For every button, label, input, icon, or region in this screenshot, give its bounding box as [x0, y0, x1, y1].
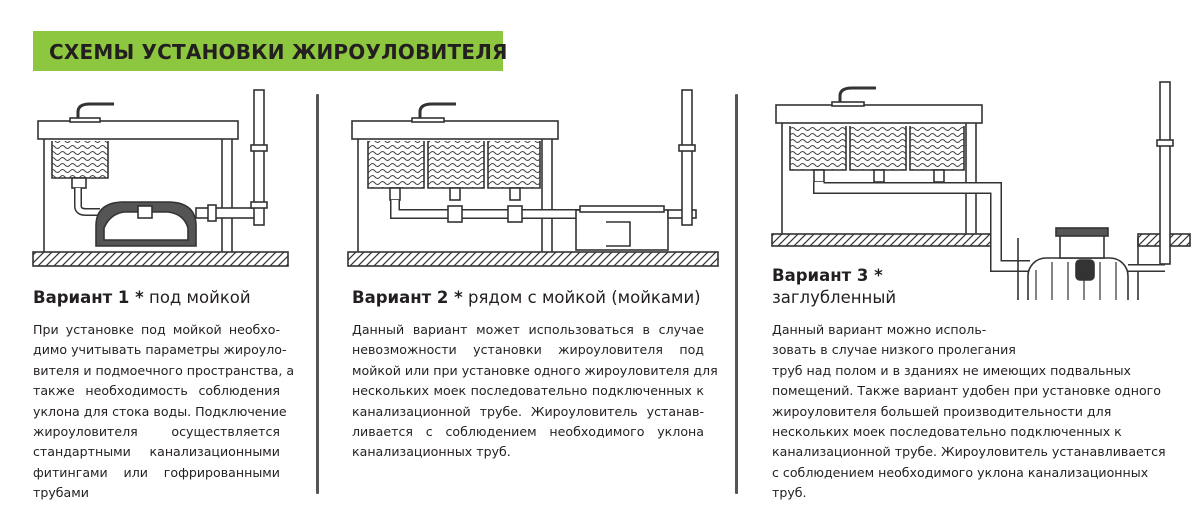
floor	[347, 251, 719, 267]
variant-2-title-rest: рядом с мойкой (мойками)	[462, 288, 701, 307]
column-separator-1	[316, 94, 319, 494]
diagram-variant-3	[771, 81, 1191, 300]
description-line: помещений. Также вариант удобен при уста…	[772, 383, 1161, 399]
countertop	[37, 120, 239, 140]
description-line: нескольких моек последовательно подключе…	[772, 424, 1122, 440]
sink-bowl	[51, 141, 109, 179]
floor	[32, 251, 289, 267]
countertop	[351, 120, 559, 140]
description-line: Данный вариант может использоваться в сл…	[352, 322, 704, 337]
variant-2-title: Вариант 2 * рядом с мойкой (мойками)	[352, 287, 701, 308]
diagram-variant-2	[347, 89, 719, 267]
description-line: труб.	[772, 485, 807, 501]
grease-trap	[575, 209, 669, 251]
faucet-icon	[418, 102, 456, 121]
variant-2-title-bold: Вариант 2 *	[352, 288, 463, 307]
description-line: уклона для стока воды. Подключение	[33, 403, 287, 419]
column-separator-2	[735, 94, 738, 494]
floor-left	[771, 233, 999, 247]
description-line: димо учитывать параметры жироуло-	[33, 342, 287, 358]
description-line: невозможности установки жироуловителя по…	[352, 342, 704, 358]
title-banner: СХЕМЫ УСТАНОВКИ ЖИРОУЛОВИТЕЛЯ	[33, 31, 507, 71]
page-title: СХЕМЫ УСТАНОВКИ ЖИРОУЛОВИТЕЛЯ	[49, 40, 508, 64]
variant-3-subtitle: заглубленный	[772, 287, 896, 308]
description-line: канализационных труб.	[352, 444, 511, 460]
countertop	[775, 104, 983, 124]
description-line: жироуловителя осуществляется	[33, 424, 280, 440]
description-line: труб над полом и в зданиях не имеющих по…	[772, 362, 1132, 378]
description-line: мойкой или при установке одного жироулов…	[352, 362, 718, 378]
variant-1-title-rest: под мойкой	[143, 288, 251, 307]
variant-2-description: Данный вариант может использоваться в сл…	[352, 320, 718, 463]
description-line: канализационной трубе. Жироуловитель уст…	[772, 444, 1166, 460]
pit	[1017, 238, 1139, 300]
description-line: вителя и подмоечного пространства, а	[33, 362, 295, 378]
description-line: также необходимость соблюдения	[33, 383, 280, 399]
variant-3-title: Вариант 3 *	[772, 265, 883, 286]
description-line: трубами	[33, 485, 89, 501]
description-line: При установке под мойкой необхо-	[33, 322, 280, 337]
variant-3-title-line2: заглубленный	[772, 288, 897, 307]
description-line: канализационной трубе. Жироуловитель уст…	[352, 403, 704, 419]
description-line: с соблюдением необходимого уклона канали…	[772, 464, 1149, 480]
description-line: стандартными канализационными	[33, 444, 280, 460]
description-line: ливается с соблюдением необходимого укло…	[352, 424, 704, 440]
description-line: нескольких моек последовательно подключе…	[352, 383, 704, 399]
variant-1-title-bold: Вариант 1 *	[33, 288, 144, 307]
faucet-icon	[838, 86, 876, 105]
variant-1-description: При установке под мойкой необхо- димо уч…	[33, 320, 295, 504]
description-line: жироуловителя большей производительности…	[772, 403, 1112, 419]
description-line: Данный вариант можно исполь-	[772, 322, 987, 337]
variant-3-description: Данный вариант можно исполь- зовать в сл…	[772, 320, 1166, 504]
variant-1-title: Вариант 1 * под мойкой	[33, 287, 251, 308]
installation-diagrams	[32, 81, 1191, 300]
faucet-icon	[76, 102, 114, 121]
description-line: фитингами или гофрированными	[33, 464, 280, 480]
diagram-variant-1	[32, 89, 289, 267]
variant-3-title-bold: Вариант 3 *	[772, 266, 883, 285]
description-line: зовать в случае низкого пролегания	[772, 342, 1016, 358]
